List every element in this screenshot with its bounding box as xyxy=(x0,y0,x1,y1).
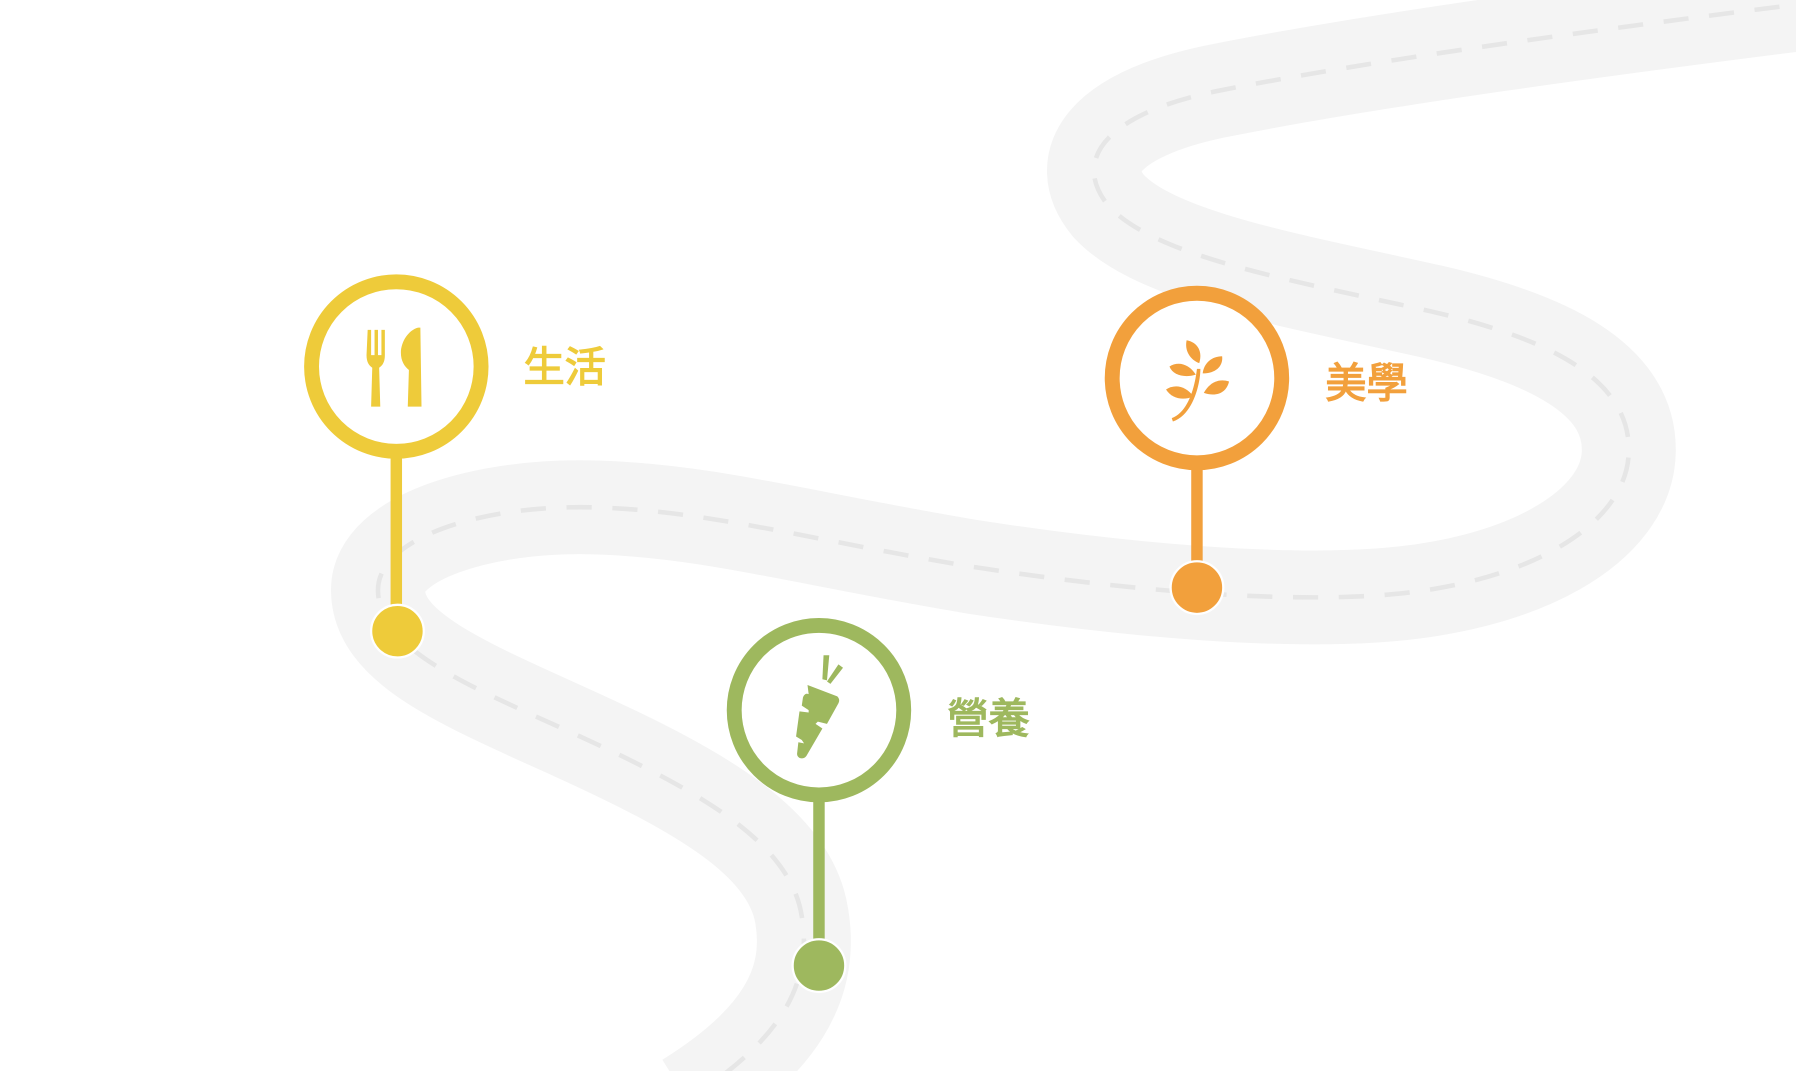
pin-dot xyxy=(791,938,847,994)
road xyxy=(331,0,1796,1071)
milestone-nutrition[interactable]: 營養 xyxy=(726,617,1030,994)
pin-dot xyxy=(1169,560,1225,616)
fork-knife-icon xyxy=(366,327,422,407)
milestone-aesthetics[interactable]: 美學 xyxy=(1104,285,1408,616)
milestone-label: 營養 xyxy=(947,695,1030,743)
pin-circle xyxy=(304,274,489,459)
road-surface xyxy=(331,0,1796,1071)
milestone-life[interactable]: 生活 xyxy=(304,274,606,659)
road-centerline xyxy=(375,2,1796,1071)
milestone-label: 美學 xyxy=(1325,359,1407,407)
pin-dot xyxy=(369,603,425,659)
milestone-label: 生活 xyxy=(523,343,605,391)
carrot-icon xyxy=(796,655,844,759)
sprout-icon xyxy=(1166,340,1230,422)
